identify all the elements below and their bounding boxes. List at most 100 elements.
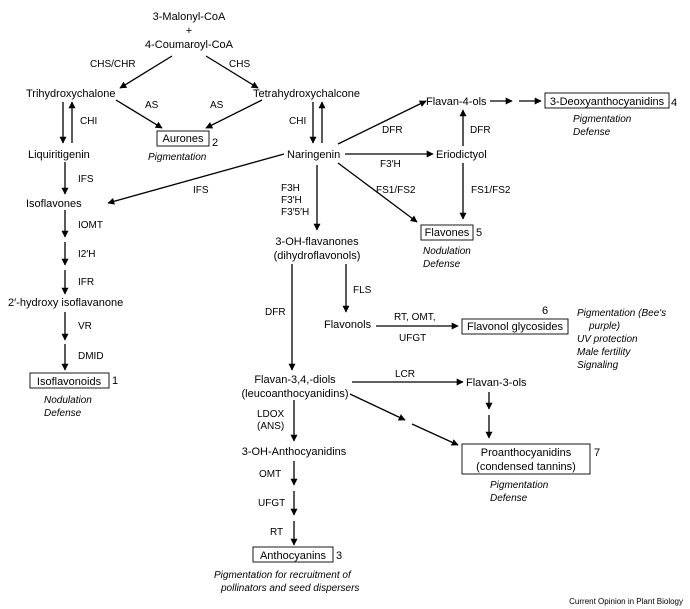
note-antho-pollinators: pollinators and seed dispersers <box>220 583 359 594</box>
enzyme-chi-right: CHI <box>289 116 306 127</box>
node-3-oh-flavanones: 3-OH-flavanones <box>275 236 359 248</box>
enzyme-dfr-right: DFR <box>470 125 491 136</box>
arrow-leuco-2 <box>411 423 459 446</box>
node-flavan-4-ols: Flavan-4-ols <box>426 96 487 108</box>
label-isoflavonoids: Isoflavonoids <box>37 376 102 388</box>
note-proantho-defense: Defense <box>490 493 528 504</box>
journal-credit: Current Opinion in Plant Biology <box>569 597 683 606</box>
box-flavones <box>420 224 474 241</box>
label-flavones: Flavones <box>425 227 470 239</box>
end-products: Aurones 2 3-Deoxyanthocyanidins 4 Flavon… <box>29 92 677 563</box>
number-flavonol-glycosides: 6 <box>542 305 548 317</box>
box-deoxyanthocyanidins <box>544 92 670 109</box>
arrow-fs-left <box>337 162 418 223</box>
number-deoxyanthocyanidins: 4 <box>671 97 677 109</box>
number-anthocyanins: 3 <box>336 550 342 562</box>
note-aurones-pigmentation: Pigmentation <box>148 152 207 163</box>
enzyme-f3h-prime-2: F3′H <box>281 195 302 206</box>
box-isoflavonoids <box>29 372 110 389</box>
label-aurones: Aurones <box>163 133 204 145</box>
number-aurones: 2 <box>212 137 218 149</box>
enzyme-chi-left: CHI <box>80 116 97 127</box>
box-aurones <box>156 130 210 147</box>
enzyme-ans: (ANS) <box>257 421 284 432</box>
label-anthocyanins: Anthocyanins <box>260 550 327 562</box>
enzyme-fs-left: FS1/FS2 <box>376 185 416 196</box>
enzyme-f3h-prime: F3′H <box>380 159 401 170</box>
enzyme-f3h: F3H <box>281 183 300 194</box>
node-liquiritigenin: Liquiritigenin <box>28 149 90 161</box>
arrow-chs-chr <box>119 55 173 89</box>
node-flavan-3-4-diols: Flavan-3,4,-diols <box>254 374 336 386</box>
pathway-arrows <box>59 55 542 546</box>
arrow-dfr-top <box>337 100 427 145</box>
enzyme-rt: RT <box>270 527 283 538</box>
arrow-chs <box>205 55 259 89</box>
enzyme-dfr-mid: DFR <box>265 307 286 318</box>
enzyme-dmid: DMID <box>78 351 104 362</box>
node-dihydroflavonols: (dihydroflavonols) <box>274 250 361 262</box>
node-hydroxy-isoflavanone: 2′-hydroxy isoflavanone <box>8 297 123 309</box>
node-plus: + <box>186 25 192 37</box>
enzyme-ufgt-right: UFGT <box>399 333 426 344</box>
label-condensed-tannins: (condensed tannins) <box>476 461 576 473</box>
enzyme-fs-right: FS1/FS2 <box>471 185 511 196</box>
note-deoxy-pigmentation: Pigmentation <box>573 114 632 125</box>
enzyme-chs: CHS <box>229 59 250 70</box>
note-flavones-nodulation: Nodulation <box>423 246 471 257</box>
enzyme-vr: VR <box>78 321 92 332</box>
note-glycosides-purple: purple) <box>588 321 620 332</box>
enzyme-i2h: I2′H <box>78 249 95 260</box>
number-proanthocyanidins: 7 <box>594 447 600 459</box>
note-isoflavonoids-defense: Defense <box>44 408 82 419</box>
node-3-oh-anthocyanidins: 3-OH-Anthocyanidins <box>242 446 347 458</box>
note-glycosides-pigmentation: Pigmentation (Bee's <box>577 308 666 319</box>
box-anthocyanins <box>252 546 334 563</box>
enzyme-chs-chr: CHS/CHR <box>90 59 136 70</box>
note-antho-pigmentation: Pigmentation for recruitment of <box>214 570 352 581</box>
enzyme-fls: FLS <box>353 285 372 296</box>
enzyme-ifr: IFR <box>78 277 94 288</box>
enzyme-ifs-mid: IFS <box>193 185 209 196</box>
note-proantho-pigmentation: Pigmentation <box>490 480 549 491</box>
arrow-leuco-1 <box>349 393 406 421</box>
node-coumaroyl-coa: 4-Coumaroyl-CoA <box>145 39 234 51</box>
label-flavonol-glycosides: Flavonol glycosides <box>467 321 563 333</box>
box-proanthocyanidins <box>461 443 591 475</box>
metabolite-nodes: 3-Malonyl-CoA + 4-Coumaroyl-CoA Trihydro… <box>8 11 527 458</box>
node-trihydroxychalcone: Trihydroxychalone <box>26 88 115 100</box>
node-malonyl-coa: 3-Malonyl-CoA <box>153 11 226 23</box>
arrow-as-left <box>115 99 163 129</box>
enzyme-ufgt: UFGT <box>258 498 285 509</box>
node-isoflavones: Isoflavones <box>26 198 82 210</box>
enzyme-omt: OMT <box>259 469 281 480</box>
role-notes: Pigmentation Pigmentation Defense Nodula… <box>44 114 666 594</box>
arrow-as-right <box>205 99 263 129</box>
enzyme-iomt: IOMT <box>78 220 103 231</box>
enzyme-dfr-top: DFR <box>382 125 403 136</box>
node-flavan-3-ols: Flavan-3-ols <box>466 377 527 389</box>
enzyme-rt-omt: RT, OMT, <box>394 312 435 323</box>
enzyme-labels: CHS/CHR CHS AS AS CHI CHI DFR DFR F3′H F… <box>78 59 511 538</box>
label-proanthocyanidins: Proanthocyanidins <box>481 447 572 459</box>
node-naringenin: Naringenin <box>287 149 340 161</box>
note-isoflavonoids-nodulation: Nodulation <box>44 395 92 406</box>
note-glycosides-fertility: Male fertility <box>577 347 631 358</box>
enzyme-lcr: LCR <box>395 369 415 380</box>
node-leucoanthocyanidins: (leucoanthocyanidins) <box>241 388 348 400</box>
node-tetrahydroxychalcone: Tetrahydroxychalcone <box>253 88 360 100</box>
note-glycosides-uv: UV protection <box>577 334 638 345</box>
number-isoflavonoids: 1 <box>112 375 118 387</box>
note-flavones-defense: Defense <box>423 259 461 270</box>
note-glycosides-signaling: Signaling <box>577 360 619 371</box>
arrow-ifs-mid <box>107 153 285 205</box>
enzyme-f3-5-h: F3′5′H <box>281 207 309 218</box>
enzyme-as-left: AS <box>145 100 159 111</box>
note-deoxy-defense: Defense <box>573 127 611 138</box>
node-flavonols: Flavonols <box>324 319 372 331</box>
label-deoxyanthocyanidins: 3-Deoxyanthocyanidins <box>550 96 665 108</box>
enzyme-ifs-left: IFS <box>78 174 94 185</box>
enzyme-ldox: LDOX <box>257 409 285 420</box>
box-flavonol-glycosides <box>461 318 569 335</box>
